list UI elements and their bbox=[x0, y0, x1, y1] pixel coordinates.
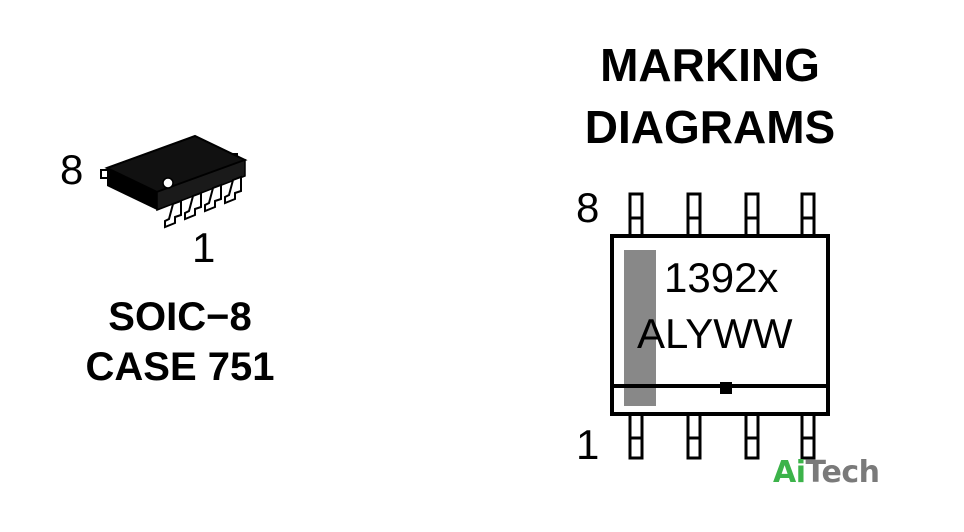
marking-diagram bbox=[610, 192, 830, 460]
marking-pin1-label: 1 bbox=[576, 421, 600, 468]
package-section: 8 1 SOIC−8 CASE 751 bbox=[0, 0, 420, 532]
marking-line2: ALYWW bbox=[637, 310, 793, 357]
logo-part1: Ai bbox=[773, 455, 806, 490]
marking-title-line2: DIAGRAMS bbox=[584, 101, 836, 153]
package-name-line2: CASE 751 bbox=[85, 345, 275, 389]
package-pin1-label: 1 bbox=[192, 224, 216, 271]
marking-diagrams-title: MARKING DIAGRAMS bbox=[510, 34, 910, 158]
package-name-line1: SOIC−8 bbox=[108, 295, 252, 339]
gray-bar bbox=[624, 250, 656, 406]
package-pin8-label: 8 bbox=[60, 146, 84, 193]
marking-title-line1: MARKING bbox=[600, 39, 820, 91]
marking-pin8-label: 8 bbox=[576, 184, 600, 231]
soic8-package-image bbox=[100, 134, 248, 229]
center-dot bbox=[720, 382, 732, 394]
aitech-logo: AiTech bbox=[773, 455, 880, 490]
package-outline bbox=[610, 234, 830, 416]
top-pins bbox=[628, 192, 816, 238]
logo-part2: Tech bbox=[805, 455, 880, 490]
package-name: SOIC−8 CASE 751 bbox=[0, 292, 360, 392]
bottom-pins bbox=[628, 412, 816, 460]
marking-line1: 1392x bbox=[664, 254, 779, 301]
